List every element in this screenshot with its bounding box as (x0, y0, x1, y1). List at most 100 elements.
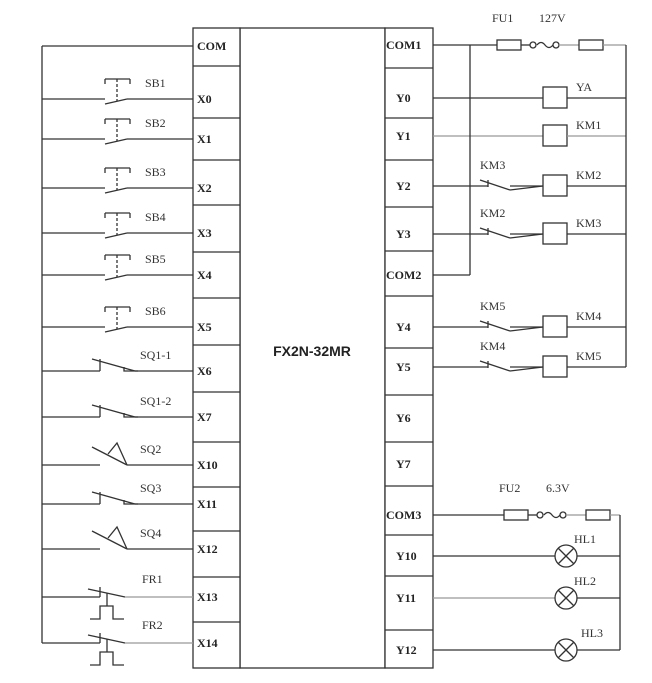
lamp-icon (554, 544, 578, 568)
plc-model-label: FX2N-32MR (273, 343, 351, 359)
device-label: FR2 (142, 618, 163, 632)
fuse-icon (503, 509, 529, 521)
device-label: SB6 (145, 304, 166, 318)
coil-icon (542, 86, 568, 109)
interlock-label: KM2 (480, 206, 505, 220)
device-label: SB1 (145, 76, 166, 90)
thermal-element (90, 605, 124, 620)
tab (123, 367, 138, 372)
lamp-icon (554, 638, 578, 662)
fuse-label: FU2 (499, 481, 520, 495)
plc-body (239, 27, 386, 669)
device-label: SQ2 (140, 442, 161, 456)
pushbutton-icon (104, 78, 131, 105)
output-terminal-label: Y10 (396, 549, 417, 563)
interlock-label: KM3 (480, 158, 505, 172)
output-terminal-label: Y12 (396, 643, 417, 657)
input-terminal-label: X14 (197, 636, 218, 650)
output-terminal-label: Y6 (396, 411, 411, 425)
input-row-x12: X12 SQ4 (42, 525, 240, 556)
input-terminal-label: X11 (197, 497, 217, 511)
wire (104, 326, 128, 333)
load-label: HL1 (574, 532, 596, 546)
wire (104, 138, 128, 145)
output-terminal-label: COM2 (386, 268, 421, 282)
wire (91, 530, 128, 550)
wire (479, 320, 511, 332)
voltage-label: 127V (539, 11, 566, 25)
tab (123, 500, 138, 505)
input-row-x2: X2 SB3 (42, 159, 240, 195)
wire (479, 360, 511, 372)
input-terminal-label: X5 (197, 320, 212, 334)
wire (91, 446, 128, 466)
input-terminal-label: X2 (197, 181, 212, 195)
tab (123, 413, 138, 418)
nc-interlock-contact-icon (479, 227, 511, 239)
limit-switch-icon (91, 491, 138, 505)
device-label: SQ4 (140, 526, 161, 540)
roller-limit-switch-icon (91, 441, 128, 466)
ac-source-icon (536, 41, 554, 49)
output-terminal-label: Y11 (396, 591, 416, 605)
output-terminal-label: Y4 (396, 320, 411, 334)
lamp-icon (554, 586, 578, 610)
device-label: SQ1-2 (140, 394, 171, 408)
ac-source-icon (543, 511, 561, 519)
wire (104, 98, 128, 105)
nc-interlock-contact-icon (479, 360, 511, 372)
input-row-x5: X5 SB6 (42, 297, 240, 334)
input-terminal-label: X12 (197, 542, 218, 556)
wire (557, 547, 575, 565)
pushbutton-icon (104, 306, 131, 333)
input-row-com: COM (42, 39, 226, 53)
wire (104, 232, 128, 239)
input-row-x4: X4 SB5 (42, 251, 240, 282)
coil-icon (542, 355, 568, 378)
fuse-label: FU1 (492, 11, 513, 25)
wire (91, 491, 136, 505)
coil-icon (542, 222, 568, 245)
wire (91, 404, 136, 418)
output-terminal-label: Y7 (396, 457, 411, 471)
output-terminal-label: Y5 (396, 360, 411, 374)
interlock-label: KM4 (480, 339, 505, 353)
output-terminal-label: Y3 (396, 227, 411, 241)
input-terminal-label: X13 (197, 590, 218, 604)
output-terminal-label: COM3 (386, 508, 421, 522)
input-terminal-label: X7 (197, 410, 212, 424)
device-label: SQ1-1 (140, 348, 171, 362)
roller (107, 525, 128, 550)
pushbutton-icon (104, 118, 131, 145)
device-label: SB2 (145, 116, 166, 130)
output-terminal-label: Y1 (396, 129, 411, 143)
limit-switch-icon (91, 358, 138, 372)
wire (104, 274, 128, 281)
wire (509, 326, 544, 332)
device-label: SB3 (145, 165, 166, 179)
roller-limit-switch-icon (91, 525, 128, 550)
thermal-element (90, 651, 124, 666)
fuse-icon (578, 39, 604, 51)
coil-icon (542, 124, 568, 147)
wire (104, 187, 128, 194)
device-label: SB5 (145, 252, 166, 266)
fuse-icon (496, 39, 522, 51)
fuse-icon (585, 509, 611, 521)
input-terminal-label: X4 (197, 268, 212, 282)
output-row-y10: Y10 HL1 (385, 532, 620, 568)
input-row-x14: X14 FR2 (42, 618, 240, 666)
wire (509, 185, 544, 191)
